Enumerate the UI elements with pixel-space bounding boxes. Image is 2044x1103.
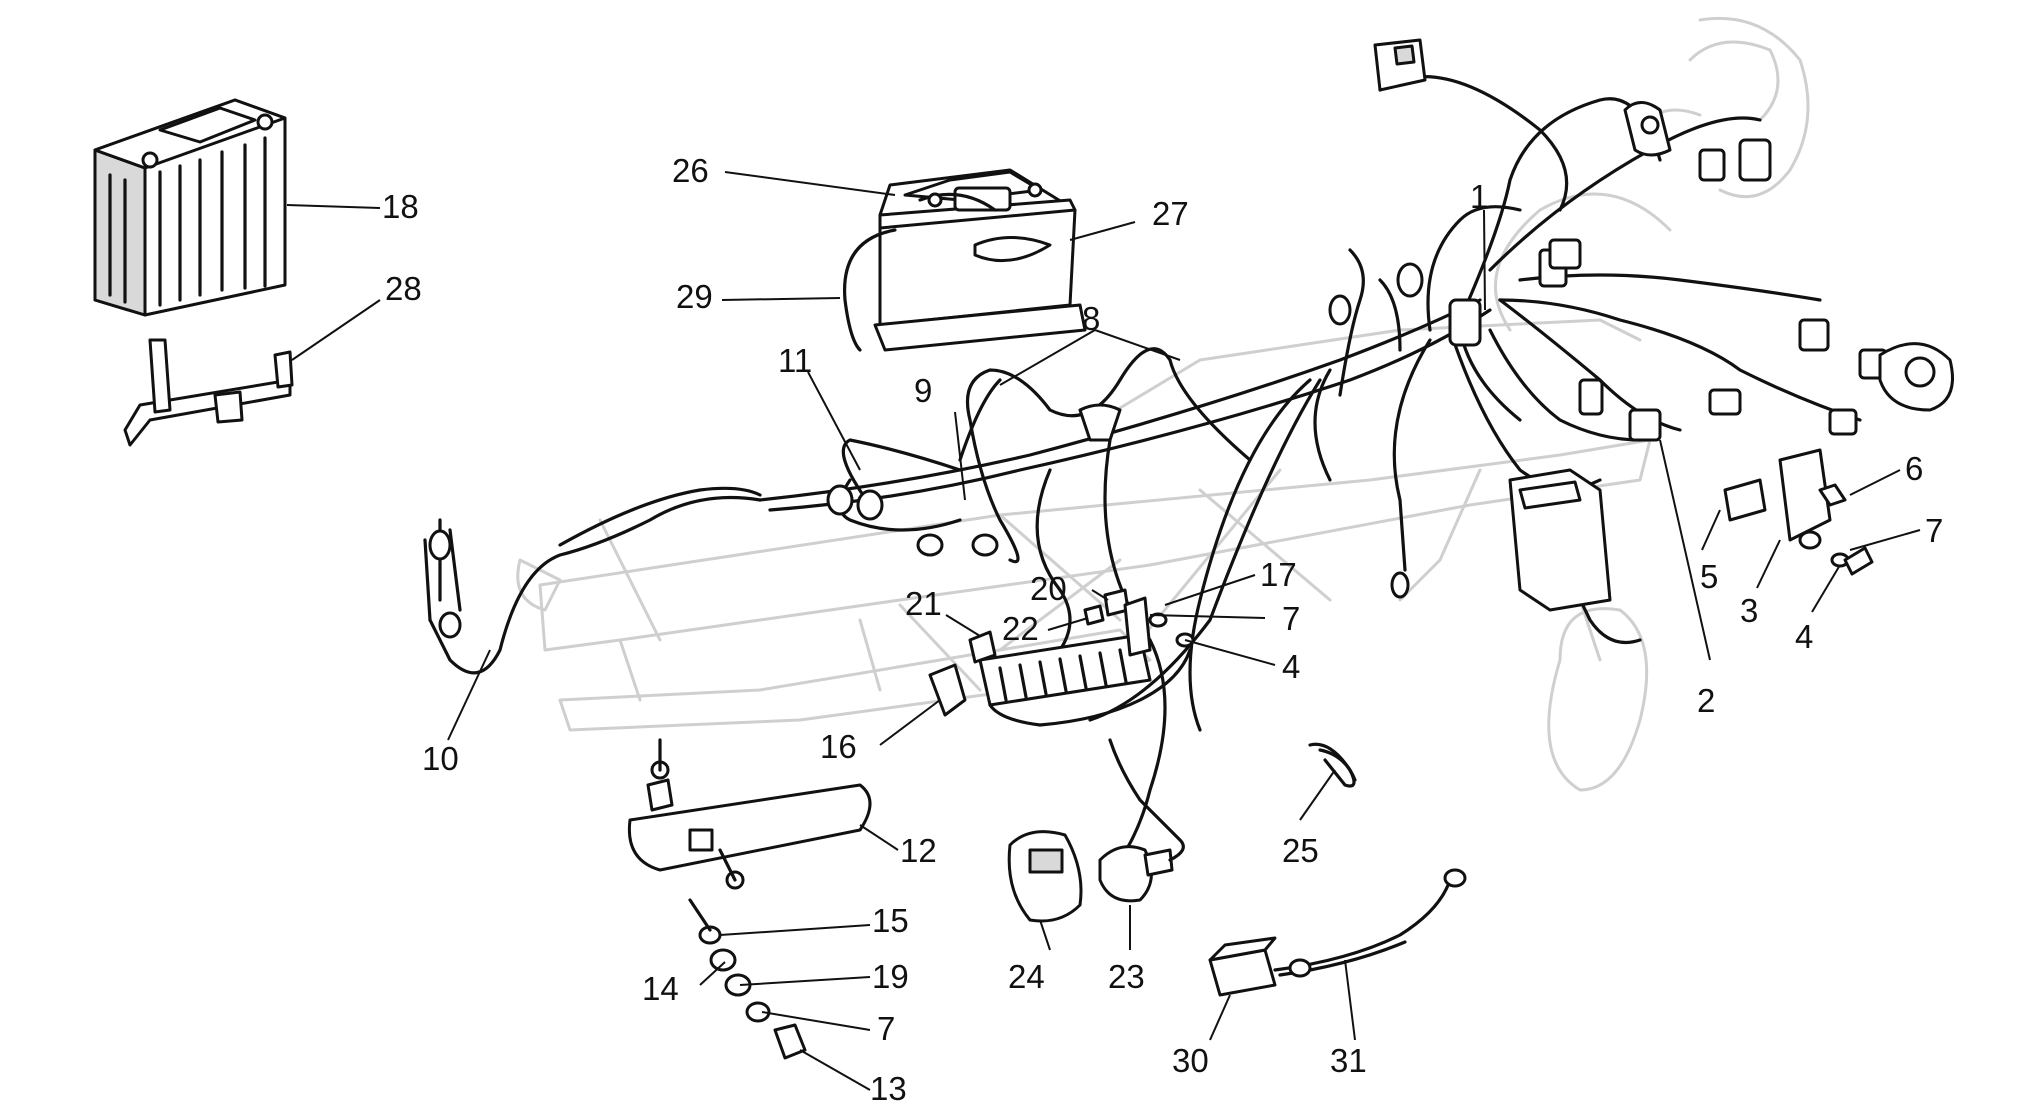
callout-3: 3 [1740,592,1758,629]
callout-19: 19 [872,958,909,995]
callout-10: 10 [422,740,459,777]
callout-24: 24 [1008,958,1045,995]
callout-28: 28 [385,270,422,307]
callout-20: 20 [1030,570,1067,607]
right-switch [1878,342,1954,412]
callout-26: 26 [672,152,709,189]
battery-bracket [123,338,294,447]
voltage-regulator [1508,468,1612,612]
callout-13: 13 [870,1070,907,1103]
callout-27: 27 [1152,195,1189,232]
callout-29: 29 [676,278,713,315]
callout-7a: 7 [1925,512,1943,549]
left-switch [1373,38,1427,92]
callout-14: 14 [642,970,679,1007]
callout-1: 1 [1470,178,1488,215]
callout-6: 6 [1905,450,1923,487]
battery-main [842,168,1087,352]
callout-11: 11 [778,342,812,379]
fuse-box [928,588,1195,727]
callout-31: 31 [1330,1042,1367,1079]
callout-30: 30 [1172,1042,1209,1079]
frame-outline [516,16,1810,792]
relay-bracket [1723,448,1874,576]
callout-22: 22 [1002,610,1039,647]
rear-cable [423,486,762,675]
battery-cables [826,347,1252,564]
leader-lines [286,171,1921,1091]
callout-4a: 4 [1282,648,1300,685]
cable-clip [1308,742,1357,788]
relay-with-cable [1208,868,1467,997]
callout-23: 23 [1108,958,1145,995]
callout-16: 16 [820,728,857,765]
ignition-switch [1623,101,1672,157]
callout-17: 17 [1260,556,1297,593]
callout-9: 9 [914,372,932,409]
battery-small [93,98,287,317]
callout-7c: 7 [877,1010,895,1047]
callout-4b: 4 [1795,618,1813,655]
callout-25: 25 [1282,832,1319,869]
horn-cover [1007,830,1083,923]
callout-15: 15 [872,902,909,939]
callout-labels: 1 2 3 4 4 5 6 7 7 7 8 9 10 11 12 13 14 1… [382,152,1943,1103]
callout-18: 18 [382,188,419,225]
callout-12: 12 [900,832,937,869]
callout-8: 8 [1082,300,1100,337]
callout-5: 5 [1700,558,1718,595]
mounting-plate [627,738,872,1060]
callout-21: 21 [905,585,942,622]
callout-7b: 7 [1282,600,1300,637]
horn-sensor [1098,738,1185,903]
callout-2: 2 [1697,682,1715,719]
